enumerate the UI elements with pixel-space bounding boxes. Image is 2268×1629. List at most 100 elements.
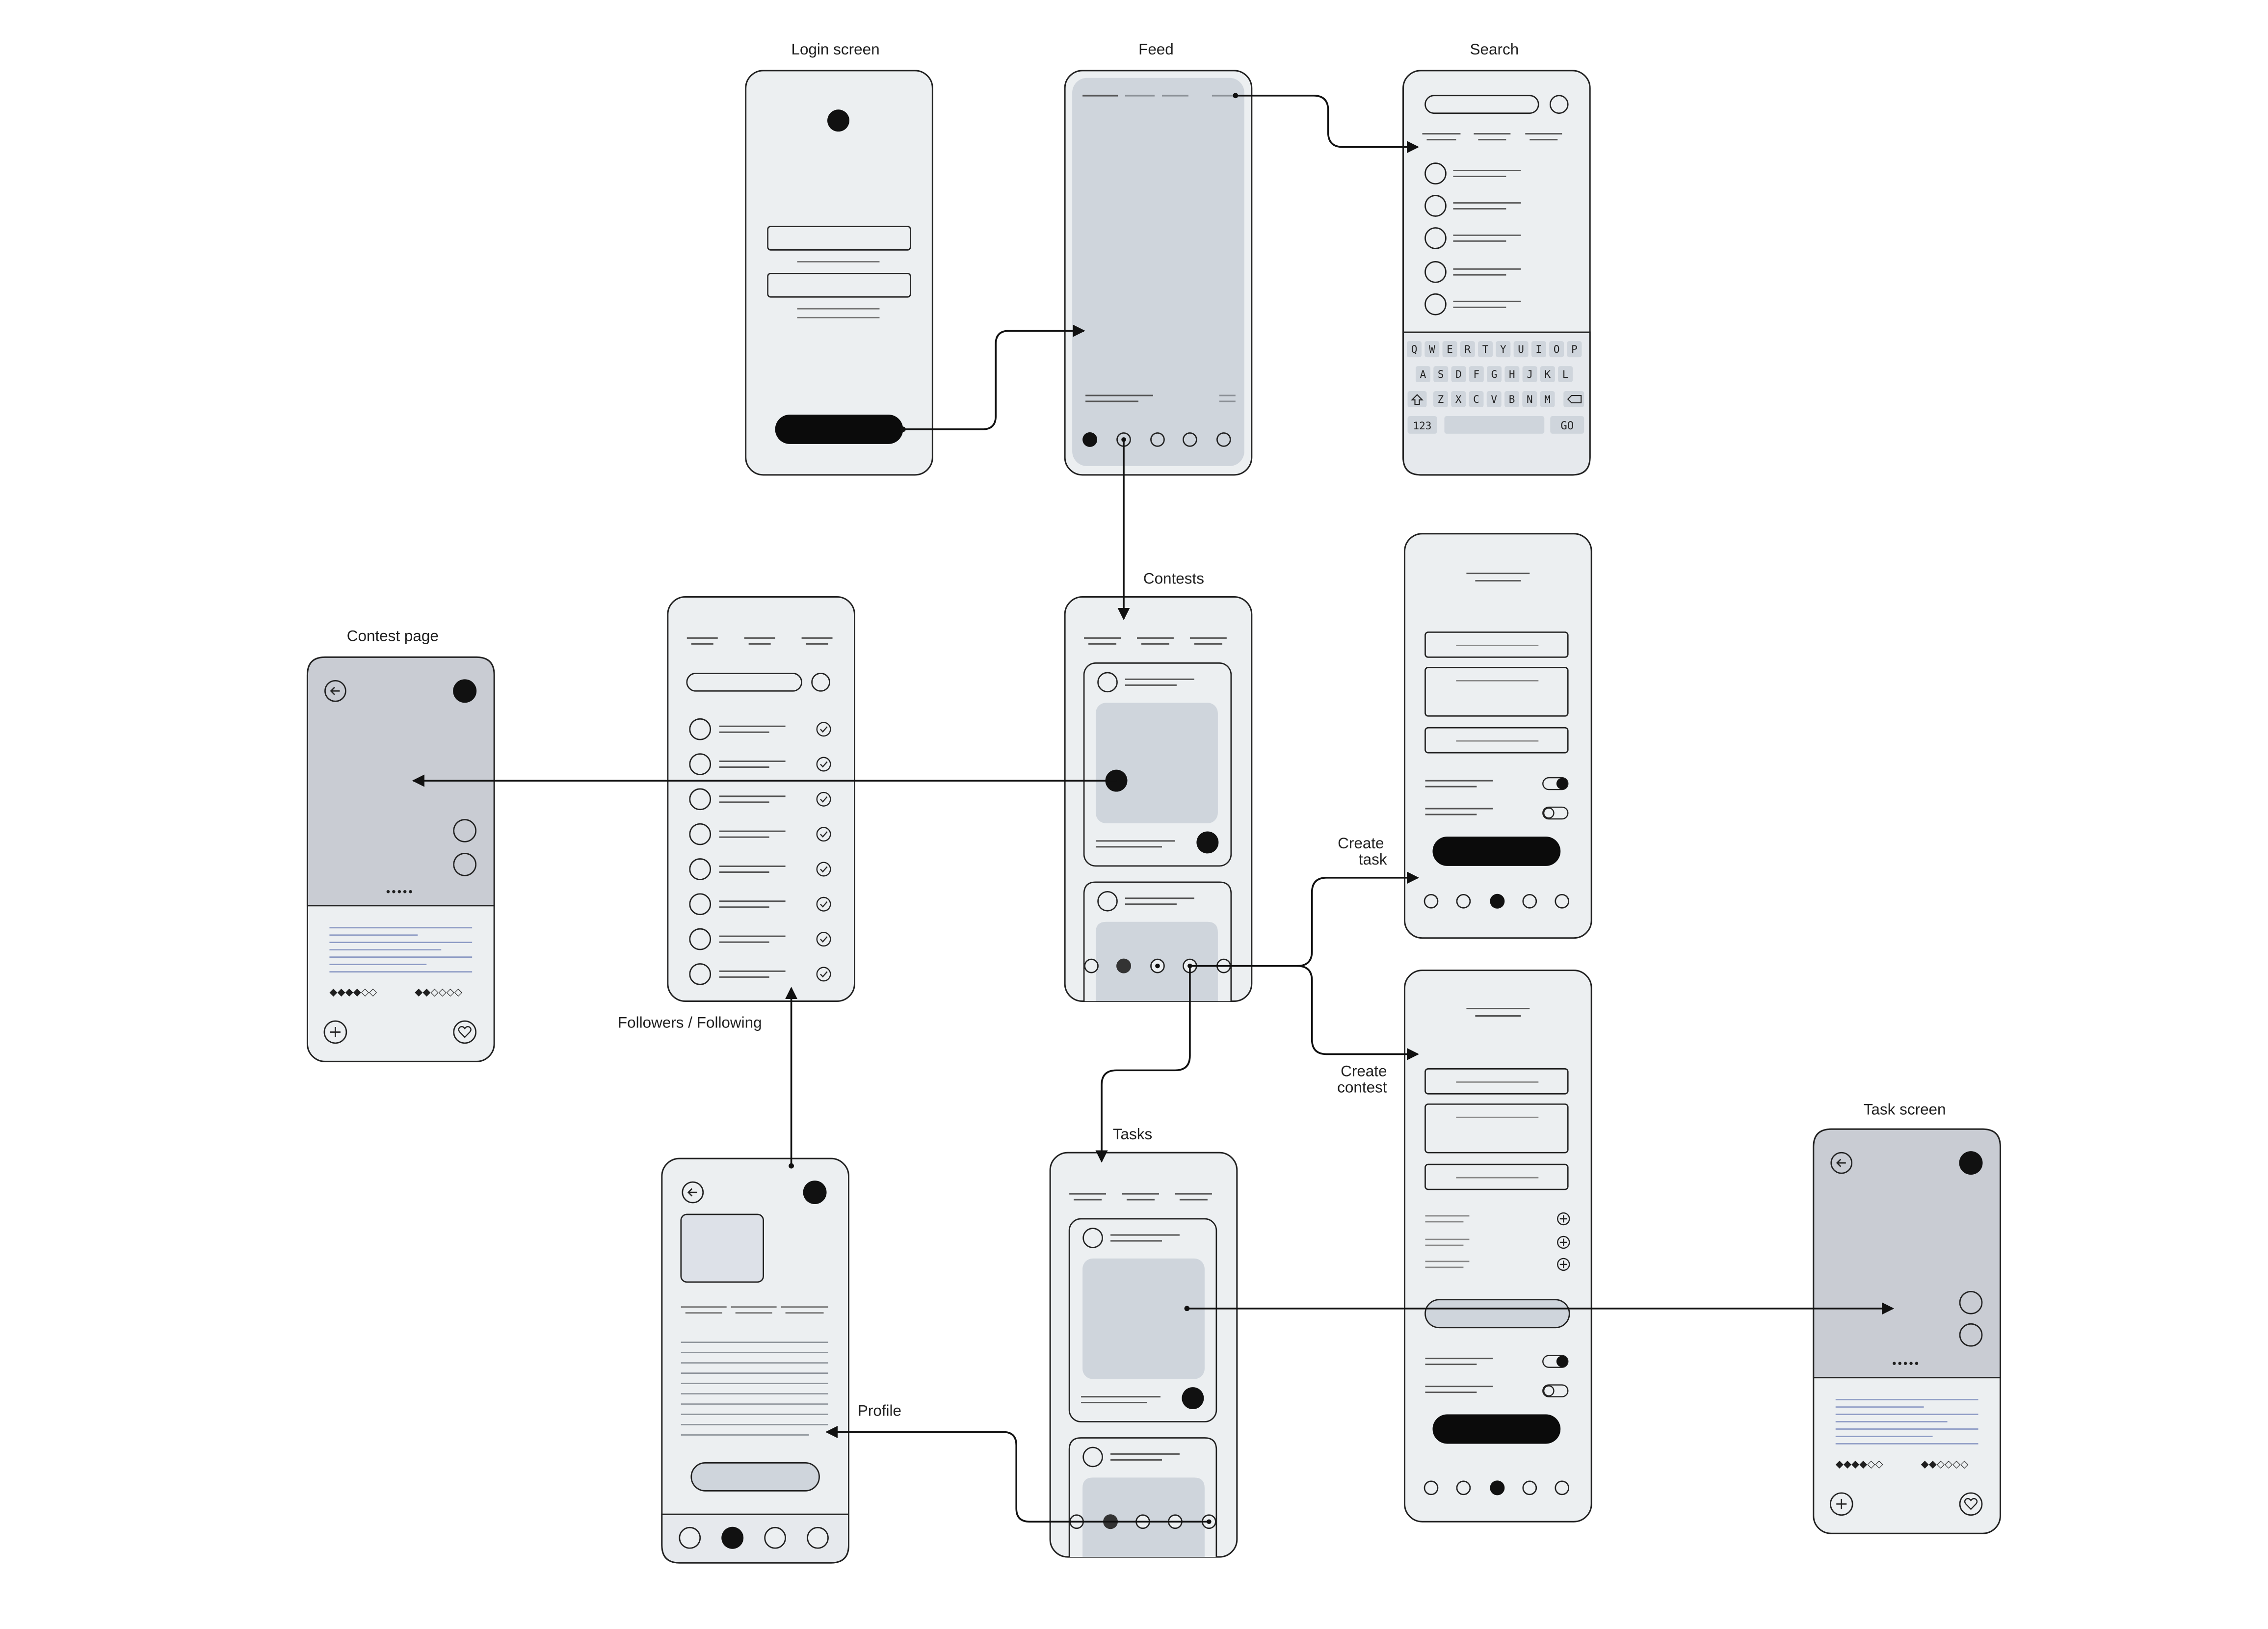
key-y[interactable]: Y (1496, 341, 1511, 358)
list-item[interactable] (689, 893, 831, 916)
nav-icon[interactable] (679, 1526, 701, 1549)
shift-key[interactable] (1407, 391, 1427, 407)
create-contest-button[interactable] (1432, 1414, 1561, 1444)
action-dot[interactable] (1196, 831, 1219, 854)
key-n[interactable]: N (1522, 391, 1537, 407)
list-item[interactable] (689, 753, 831, 775)
go-key[interactable]: GO (1550, 416, 1584, 434)
list-item[interactable] (689, 858, 831, 880)
check-icon[interactable] (816, 722, 831, 737)
key-e[interactable]: E (1442, 341, 1457, 358)
key-j[interactable]: J (1522, 366, 1537, 383)
nav-icon[interactable] (807, 1526, 829, 1549)
key-v[interactable]: V (1486, 391, 1502, 407)
key-k[interactable]: K (1540, 366, 1555, 383)
nav-icon[interactable] (1456, 1480, 1471, 1496)
key-f[interactable]: F (1469, 366, 1484, 383)
password-field[interactable] (767, 272, 911, 298)
nav-icon[interactable] (721, 1526, 744, 1549)
list-item[interactable] (689, 788, 831, 811)
contest-title-field[interactable] (1424, 1068, 1569, 1095)
key-u[interactable]: U (1513, 341, 1529, 358)
list-item[interactable] (1424, 195, 1447, 217)
key-w[interactable]: W (1424, 341, 1440, 358)
nav-home-icon[interactable] (1082, 432, 1098, 447)
key-z[interactable]: Z (1433, 391, 1448, 407)
share-icon[interactable] (453, 853, 477, 876)
secondary-button[interactable] (1424, 1299, 1570, 1329)
list-item[interactable] (689, 823, 831, 845)
list-item[interactable] (689, 718, 831, 740)
check-icon[interactable] (816, 932, 831, 947)
search-input[interactable] (1424, 95, 1539, 114)
heart-icon[interactable] (453, 1020, 477, 1044)
check-icon[interactable] (816, 827, 831, 842)
key-d[interactable]: D (1451, 366, 1466, 383)
check-icon[interactable] (816, 757, 831, 772)
share-icon[interactable] (1959, 1323, 1983, 1347)
key-p[interactable]: P (1567, 341, 1582, 358)
follow-button[interactable] (690, 1462, 820, 1492)
list-item[interactable] (689, 963, 831, 985)
search-button-icon[interactable] (1549, 95, 1569, 114)
key-l[interactable]: L (1558, 366, 1573, 383)
list-item[interactable] (1424, 293, 1447, 315)
nav-icon[interactable] (1456, 893, 1471, 909)
nav-icon[interactable] (1555, 893, 1570, 909)
nav-icon[interactable] (1490, 1480, 1505, 1496)
nav-icon[interactable] (1116, 958, 1132, 973)
key-q[interactable]: Q (1407, 341, 1422, 358)
search-input[interactable] (686, 672, 802, 692)
nav-icon[interactable] (1490, 893, 1505, 909)
back-icon[interactable] (1830, 1152, 1853, 1174)
list-item[interactable] (1424, 162, 1447, 184)
nav-icon-5[interactable] (1216, 432, 1231, 447)
backspace-key[interactable] (1563, 391, 1584, 407)
like-icon[interactable] (1959, 1290, 1983, 1314)
list-item[interactable] (689, 928, 831, 950)
list-item[interactable] (1424, 227, 1447, 249)
nav-icon[interactable] (1522, 893, 1537, 909)
avatar[interactable] (453, 679, 477, 703)
nav-icon[interactable] (1522, 1480, 1537, 1496)
key-s[interactable]: S (1433, 366, 1449, 383)
nav-icon[interactable] (1424, 1480, 1439, 1496)
key-r[interactable]: R (1460, 341, 1475, 358)
check-icon[interactable] (816, 791, 831, 807)
nav-icon-4[interactable] (1183, 432, 1197, 447)
add-task-icons[interactable] (1557, 1212, 1570, 1271)
contest-description-field[interactable] (1424, 1103, 1569, 1154)
task-description-field[interactable] (1424, 667, 1569, 717)
key-a[interactable]: A (1416, 366, 1430, 383)
key-t[interactable]: T (1478, 341, 1493, 358)
create-task-button[interactable] (1432, 836, 1561, 866)
key-x[interactable]: X (1451, 391, 1466, 407)
avatar[interactable] (1959, 1151, 1983, 1175)
search-icon[interactable] (811, 672, 830, 692)
task-title-field[interactable] (1424, 631, 1569, 658)
check-icon[interactable] (816, 967, 831, 982)
task-option-field[interactable] (1424, 727, 1569, 754)
nav-icon[interactable] (1424, 893, 1439, 909)
key-o[interactable]: O (1549, 341, 1564, 358)
contest-option-field[interactable] (1424, 1163, 1569, 1190)
space-bar[interactable] (1444, 416, 1545, 434)
back-icon[interactable] (324, 680, 346, 702)
nav-icon[interactable] (764, 1526, 786, 1549)
key-h[interactable]: H (1504, 366, 1520, 383)
heart-icon[interactable] (1959, 1492, 1983, 1516)
check-icon[interactable] (816, 896, 831, 912)
play-dot[interactable] (1105, 769, 1128, 792)
list-item[interactable] (1424, 261, 1447, 283)
numbers-key[interactable]: 123 (1407, 416, 1437, 434)
action-dot[interactable] (1182, 1387, 1204, 1410)
key-c[interactable]: C (1469, 391, 1484, 407)
key-g[interactable]: G (1487, 366, 1502, 383)
login-button[interactable] (775, 414, 903, 444)
avatar[interactable] (803, 1181, 827, 1205)
key-m[interactable]: M (1540, 391, 1555, 407)
like-icon[interactable] (453, 819, 477, 842)
username-field[interactable] (767, 226, 911, 251)
feed-media[interactable] (1072, 78, 1244, 466)
key-b[interactable]: B (1504, 391, 1520, 407)
